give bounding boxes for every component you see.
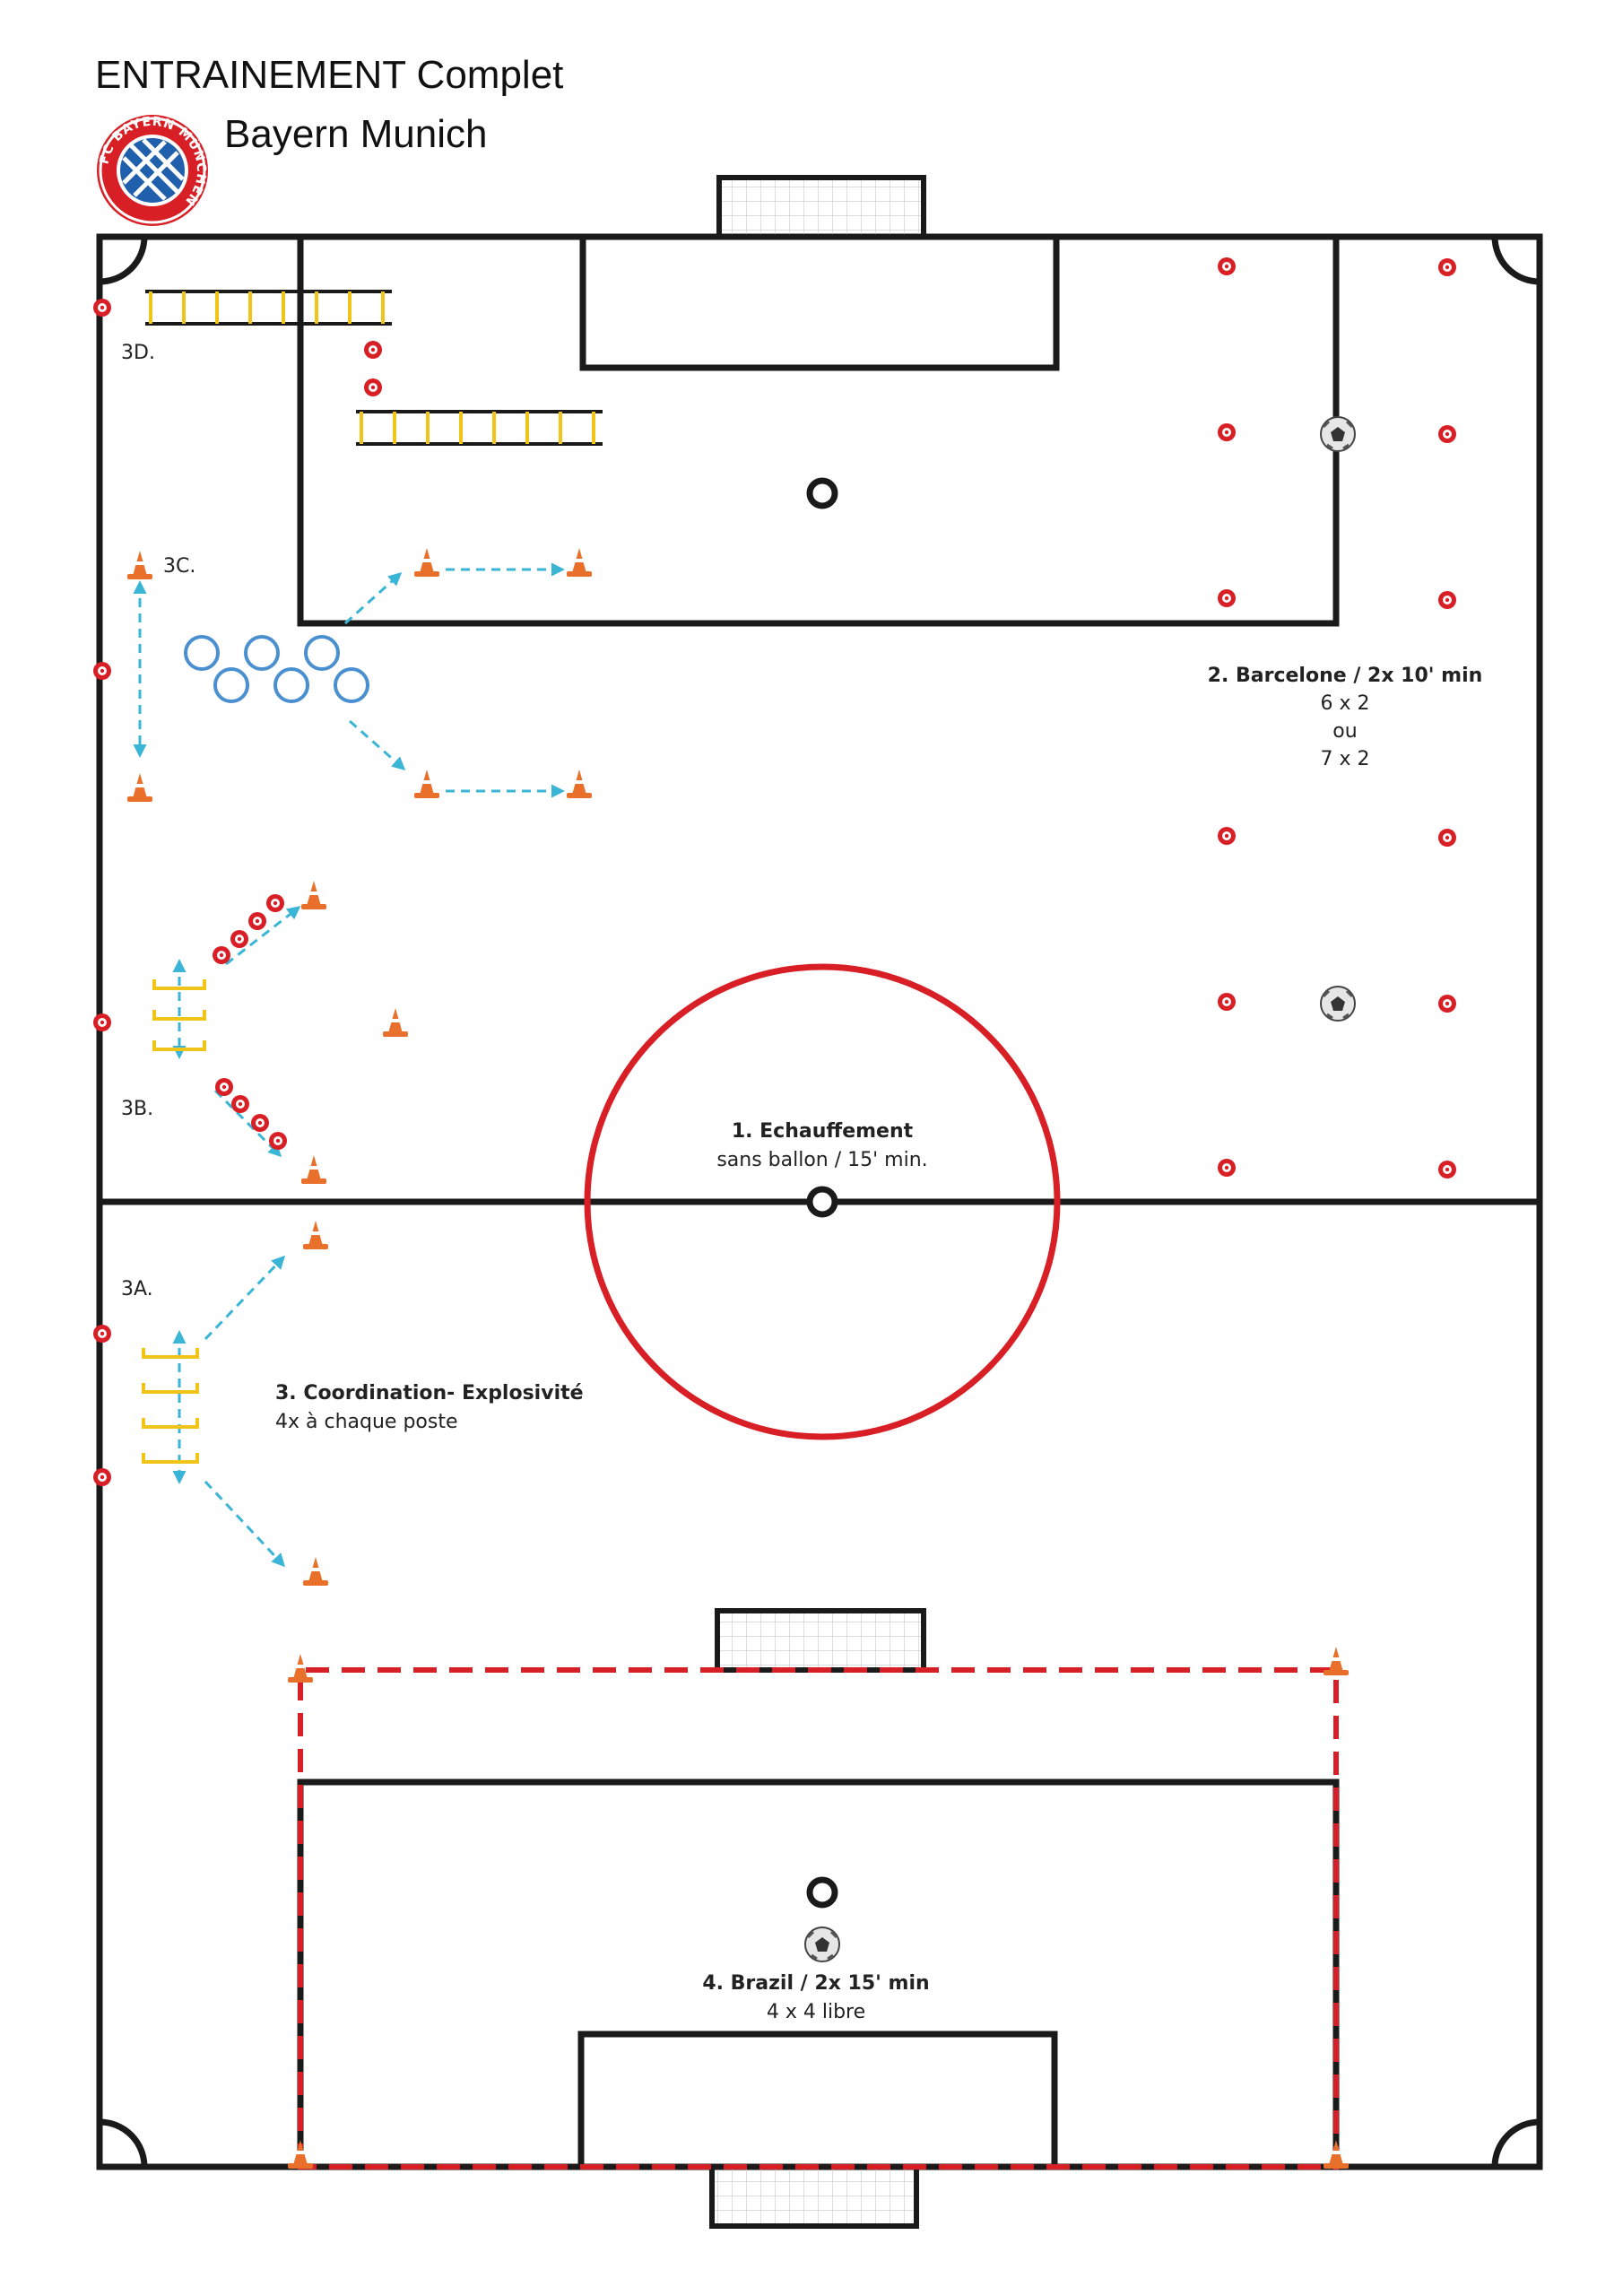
hoop-icon bbox=[213, 667, 249, 703]
disc-marker-icon bbox=[1438, 258, 1456, 276]
disc-marker-icon bbox=[1438, 995, 1456, 1013]
station-2-detail-3: 7 x 2 bbox=[1321, 748, 1370, 770]
cone-icon bbox=[1324, 2140, 1349, 2169]
hurdle-icon bbox=[142, 1383, 199, 1394]
disc-marker-icon bbox=[1438, 591, 1456, 609]
ball-icon bbox=[804, 1926, 840, 1962]
station-1-detail: sans ballon / 15' min. bbox=[716, 1149, 927, 1171]
ball-icon bbox=[1320, 416, 1356, 452]
station-2-detail-2: ou bbox=[1332, 720, 1357, 743]
station-3-title: 3. Coordination- Explosivité bbox=[275, 1382, 584, 1405]
cone-icon bbox=[414, 548, 439, 577]
cones bbox=[127, 548, 1349, 2169]
goal-bottom bbox=[709, 2164, 919, 2229]
station-1-title: 1. Echauffement bbox=[732, 1120, 914, 1143]
disc-marker-icon bbox=[1218, 1159, 1236, 1177]
cone-icon bbox=[301, 1155, 326, 1184]
cone-icon bbox=[301, 881, 326, 909]
hoop-icon bbox=[334, 667, 369, 703]
ball-icon bbox=[1320, 986, 1356, 1022]
disc-marker-icon bbox=[1218, 827, 1236, 845]
disc-marker-icon bbox=[93, 1325, 111, 1343]
disc-marker-icon bbox=[248, 912, 266, 930]
zone-label-3c: 3C. bbox=[163, 555, 195, 578]
hurdle-icon bbox=[152, 1040, 206, 1051]
zone-label-3a: 3A. bbox=[121, 1278, 153, 1300]
cone-icon bbox=[127, 773, 152, 802]
disc-marker-icon bbox=[215, 1078, 233, 1096]
page-subtitle: Bayern Munich bbox=[224, 112, 488, 156]
brazil-zone-boundary bbox=[298, 1667, 1339, 2170]
pitch-spots bbox=[806, 477, 838, 1909]
disc-marker-icon bbox=[93, 299, 111, 317]
hoops bbox=[184, 635, 369, 703]
disc-marker-icon bbox=[269, 1132, 287, 1150]
station-3-detail: 4x à chaque poste bbox=[275, 1411, 458, 1433]
cone-icon bbox=[567, 548, 592, 577]
hurdle-icon bbox=[152, 979, 206, 990]
zone-label-3d: 3D. bbox=[121, 342, 155, 364]
disc-marker-icon bbox=[231, 1095, 249, 1113]
disc-marker-icon bbox=[1218, 589, 1236, 607]
disc-marker-icon bbox=[364, 378, 382, 396]
cone-icon bbox=[567, 770, 592, 798]
disc-marker-icon bbox=[1438, 425, 1456, 443]
cone-icon bbox=[303, 1557, 328, 1586]
disc-marker-icon bbox=[93, 1013, 111, 1031]
disc-marker-icon bbox=[230, 930, 248, 948]
disc-marker-icon bbox=[1218, 257, 1236, 275]
hurdle-icon bbox=[142, 1453, 199, 1464]
balls bbox=[804, 416, 1356, 1962]
cone-icon bbox=[303, 1221, 328, 1249]
hurdle-icon bbox=[142, 1348, 199, 1359]
centre-circle bbox=[584, 963, 1061, 1440]
hurdle-icon bbox=[142, 1418, 199, 1429]
station-2-detail-1: 6 x 2 bbox=[1321, 692, 1370, 715]
hoop-icon bbox=[273, 667, 309, 703]
disc-marker-icon bbox=[1438, 829, 1456, 847]
station-4-title: 4. Brazil / 2x 15' min bbox=[702, 1972, 929, 1995]
disc-markers bbox=[93, 257, 1456, 1486]
movement-arrows bbox=[133, 562, 565, 1568]
disc-marker-icon bbox=[266, 894, 284, 912]
ladder-icon bbox=[145, 290, 392, 326]
cone-icon bbox=[288, 1654, 313, 1683]
disc-marker-icon bbox=[251, 1114, 269, 1132]
cone-icon bbox=[1324, 1647, 1349, 1675]
hoop-icon bbox=[184, 635, 220, 671]
disc-marker-icon bbox=[93, 662, 111, 680]
hurdles bbox=[142, 979, 206, 1464]
hoop-icon bbox=[244, 635, 280, 671]
ladder-icon bbox=[356, 410, 603, 446]
disc-marker-icon bbox=[364, 341, 382, 359]
hoop-icon bbox=[304, 635, 340, 671]
goal-middle bbox=[715, 1608, 926, 1673]
disc-marker-icon bbox=[1438, 1161, 1456, 1178]
disc-marker-icon bbox=[213, 946, 230, 964]
cone-icon bbox=[127, 551, 152, 579]
page-title: ENTRAINEMENT Complet bbox=[95, 53, 564, 97]
cone-icon bbox=[288, 2140, 313, 2169]
station-2-title: 2. Barcelone / 2x 10' min bbox=[1208, 665, 1483, 687]
cone-icon bbox=[414, 770, 439, 798]
hurdle-icon bbox=[152, 1010, 206, 1021]
disc-marker-icon bbox=[1218, 423, 1236, 441]
station-4-detail: 4 x 4 libre bbox=[767, 2001, 865, 2023]
cone-icon bbox=[383, 1008, 408, 1037]
zone-label-3b: 3B. bbox=[121, 1098, 153, 1120]
disc-marker-icon bbox=[93, 1468, 111, 1486]
goal-top bbox=[716, 175, 926, 239]
club-logo-icon: FC BAYERN MÜNCHEN bbox=[97, 115, 208, 226]
disc-marker-icon bbox=[1218, 993, 1236, 1011]
